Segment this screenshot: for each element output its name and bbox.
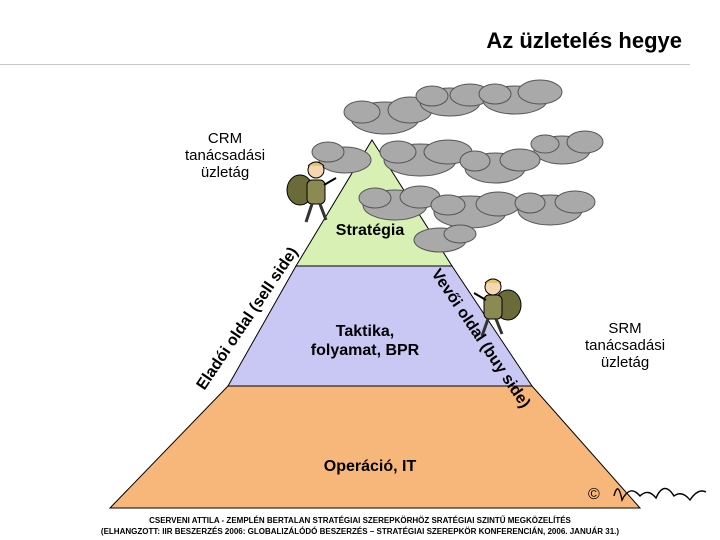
climber-left-icon [286, 161, 337, 223]
srm-label: SRM tanácsadási üzletág [584, 320, 666, 371]
tier-strategy-label: Stratégia [335, 222, 405, 239]
cloud-icon [430, 191, 521, 229]
title-divider [0, 64, 690, 65]
cloud-icon [459, 148, 541, 184]
copyright-symbol: © [588, 486, 600, 503]
climber-right-icon [473, 278, 522, 337]
cloud-icon [379, 139, 473, 177]
clouds [311, 79, 604, 253]
tier-tactics-label: Taktika, folyamat, BPR [310, 323, 420, 359]
cloud-icon [343, 96, 433, 135]
cloud-icon [514, 190, 596, 226]
footer-line-1: CSERVENI ATTILA - ZEMPLÉN BERTALAN STRAT… [149, 516, 571, 525]
cloud-icon [530, 130, 604, 165]
cloud-icon [311, 141, 372, 174]
crm-label: CRM tanácsadási üzletág [184, 130, 266, 181]
slide-title: Az üzletelés hegye [486, 28, 682, 53]
signature-icon [613, 487, 707, 503]
footer-line-2: (ELHANGZOTT: IIR BESZERZÉS 2006: GLOBALI… [100, 527, 620, 536]
tier-operations-label: Operáció, IT [323, 458, 417, 475]
cloud-icon [415, 83, 491, 117]
cloud-icon [478, 79, 563, 115]
cloud-icon [413, 224, 477, 253]
cloud-icon [358, 185, 441, 221]
tier-operations [108, 385, 642, 509]
